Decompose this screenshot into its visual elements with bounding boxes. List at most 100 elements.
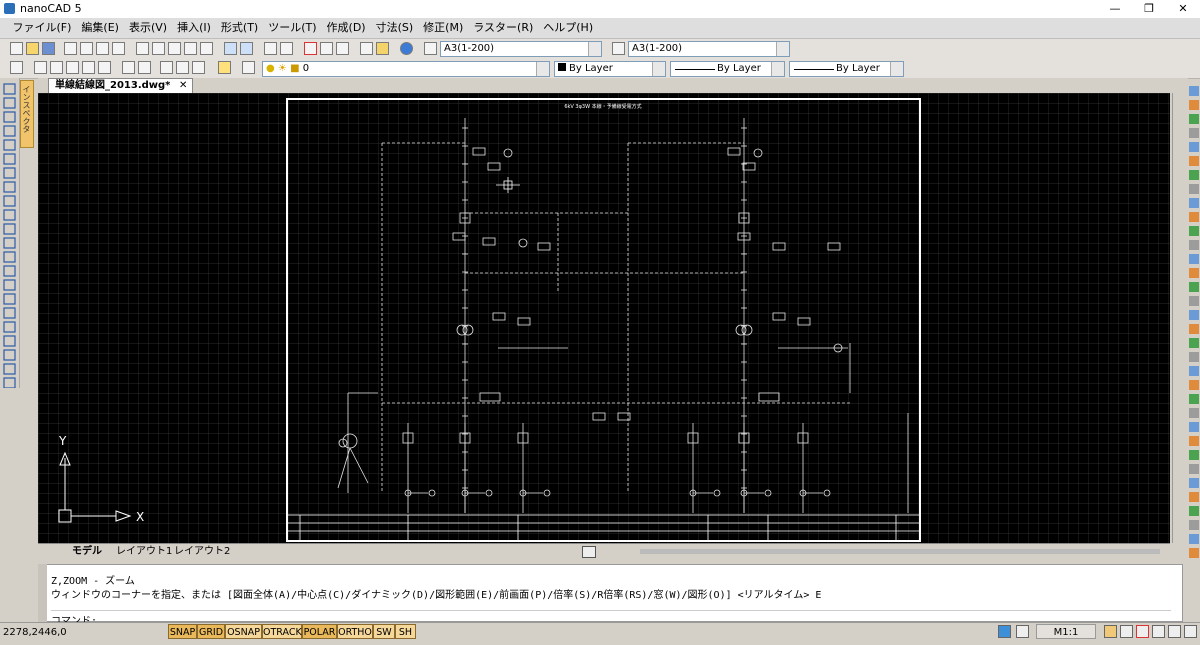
tab-model[interactable]: モデル xyxy=(72,546,102,557)
horizontal-scrollbar[interactable] xyxy=(640,549,1160,554)
zoom-previous-status-icon[interactable] xyxy=(1152,625,1165,638)
menu-modify[interactable]: 修正(M) xyxy=(423,21,464,34)
inspector-tab-label: インスペクタ xyxy=(22,85,31,133)
zoom-window-status-icon[interactable] xyxy=(1136,625,1149,638)
tab-layout1[interactable]: レイアウト1 xyxy=(116,546,173,557)
print-icon[interactable] xyxy=(64,42,77,55)
layout-icon[interactable] xyxy=(1016,625,1029,638)
layer-states-icon[interactable] xyxy=(176,61,189,74)
text-style-select[interactable]: A3(1-200) xyxy=(440,41,602,57)
layer-manager-icon[interactable] xyxy=(160,61,173,74)
save-icon[interactable] xyxy=(42,42,55,55)
clipboard-icon[interactable] xyxy=(200,42,213,55)
match-properties-icon[interactable] xyxy=(184,42,197,55)
help-icon[interactable] xyxy=(400,42,413,55)
ortho-toggle[interactable]: ORTHO xyxy=(337,624,373,639)
undo-icon[interactable] xyxy=(224,42,237,55)
new-file-icon[interactable] xyxy=(10,42,23,55)
monitor-icon[interactable] xyxy=(998,625,1011,638)
snap-toggle[interactable]: SNAP xyxy=(168,624,197,639)
layer-previous-icon[interactable] xyxy=(192,61,205,74)
zoom-realtime-icon[interactable] xyxy=(280,42,293,55)
menu-file[interactable]: ファイル(F) xyxy=(12,21,72,34)
menu-bar: ファイル(F) 編集(E) 表示(V) 挿入(I) 形式(T) ツール(T) 作成(D) 寸法… xyxy=(0,18,1200,39)
lineweight-select[interactable]: By Layer xyxy=(789,61,904,77)
zoom-previous-icon[interactable] xyxy=(320,42,333,55)
document-tab[interactable]: 単線結線図_2013.dwg* ✕ xyxy=(48,78,194,93)
paste-icon[interactable] xyxy=(168,42,181,55)
select-icon[interactable] xyxy=(34,61,47,74)
inspector-side-tab[interactable]: インスペクタ xyxy=(20,80,34,148)
ucs-x-label: X xyxy=(136,510,144,524)
design-center-icon[interactable] xyxy=(242,61,255,74)
dim-style-icon xyxy=(612,42,625,55)
grid-toggle[interactable]: GRID xyxy=(197,624,225,639)
close-button[interactable]: ✕ xyxy=(1178,2,1188,15)
trim-icon[interactable] xyxy=(98,61,111,74)
ucs-icon xyxy=(58,451,132,523)
menu-raster[interactable]: ラスター(R) xyxy=(473,21,534,34)
line-tool-icon[interactable] xyxy=(50,61,63,74)
osnap-toggle[interactable]: OSNAP xyxy=(225,624,262,639)
distance-icon[interactable] xyxy=(360,42,373,55)
standard-toolbar: A3(1-200) A3(1-200) xyxy=(0,39,1200,60)
menu-view[interactable]: 表示(V) xyxy=(128,21,168,34)
copy-icon[interactable] xyxy=(152,42,165,55)
minimize-button[interactable]: — xyxy=(1109,2,1121,15)
cut-icon[interactable] xyxy=(136,42,149,55)
color-swatch-icon xyxy=(558,63,566,71)
menu-draw[interactable]: 作成(D) xyxy=(326,21,366,34)
close-tab-icon[interactable]: ✕ xyxy=(179,80,188,91)
window-title: nanoCAD 5 xyxy=(20,2,82,15)
snap-settings-icon[interactable] xyxy=(10,61,23,74)
command-window-grip[interactable] xyxy=(38,564,47,622)
plot-icon[interactable] xyxy=(112,42,125,55)
status-menu-icon[interactable] xyxy=(1184,625,1197,638)
sw-toggle[interactable]: SW xyxy=(373,624,395,639)
open-file-icon[interactable] xyxy=(26,42,39,55)
pan-icon[interactable] xyxy=(264,42,277,55)
dim-style-select[interactable]: A3(1-200) xyxy=(628,41,790,57)
redo-icon[interactable] xyxy=(240,42,253,55)
menu-tools[interactable]: ツール(T) xyxy=(268,21,317,34)
tab-layout2[interactable]: レイアウト2 xyxy=(174,546,231,557)
no-icon[interactable] xyxy=(66,61,79,74)
draw-toolbar xyxy=(0,78,20,389)
restore-button[interactable]: ❐ xyxy=(1144,2,1154,15)
draw-tools-icons[interactable] xyxy=(0,78,19,389)
zoom-extents-status-icon[interactable] xyxy=(1168,625,1181,638)
erase-icon[interactable] xyxy=(82,61,95,74)
command-prompt: コマンド: xyxy=(51,616,97,627)
properties-icon[interactable] xyxy=(218,61,231,74)
offset-icon[interactable] xyxy=(138,61,151,74)
extend-icon[interactable] xyxy=(122,61,135,74)
color-select[interactable]: By Layer xyxy=(554,61,666,77)
model-space[interactable]: 6kV 3φ3W 本線・予備線受電方式 Y X xyxy=(38,93,1170,543)
menu-format[interactable]: 形式(T) xyxy=(220,21,259,34)
zoom-extents-icon[interactable] xyxy=(336,42,349,55)
otrack-toggle[interactable]: OTRACK xyxy=(262,624,302,639)
sh-toggle[interactable]: SH xyxy=(395,624,416,639)
layer-select[interactable]: ● ☀ ■ 0 xyxy=(262,61,550,77)
single-line-diagram xyxy=(337,118,909,513)
menu-edit[interactable]: 編集(E) xyxy=(81,21,119,34)
print-preview-icon[interactable] xyxy=(80,42,93,55)
pan-hand-icon[interactable] xyxy=(1104,625,1117,638)
grid-background xyxy=(38,93,1170,543)
menu-help[interactable]: ヘルプ(H) xyxy=(543,21,594,34)
vertical-scrollbar[interactable] xyxy=(1172,93,1183,543)
command-input[interactable]: コマンド: xyxy=(51,610,1171,627)
menu-insert[interactable]: 挿入(I) xyxy=(177,21,211,34)
polar-toggle[interactable]: POLAR xyxy=(302,624,337,639)
menu-dimension[interactable]: 寸法(S) xyxy=(375,21,414,34)
cursor-coordinates: 2278,2446,0 xyxy=(3,627,67,638)
publish-icon[interactable] xyxy=(96,42,109,55)
annotation-scale[interactable]: M1:1 xyxy=(1036,624,1096,639)
pencil-icon[interactable] xyxy=(376,42,389,55)
linetype-select[interactable]: By Layer xyxy=(670,61,785,77)
modify-tools-icons[interactable] xyxy=(1188,80,1200,580)
layout-menu-icon[interactable] xyxy=(582,546,596,558)
zoom-icon[interactable] xyxy=(1120,625,1133,638)
drawing-canvas[interactable]: 6kV 3φ3W 本線・予備線受電方式 Y X xyxy=(38,93,1170,543)
zoom-window-icon[interactable] xyxy=(304,42,317,55)
